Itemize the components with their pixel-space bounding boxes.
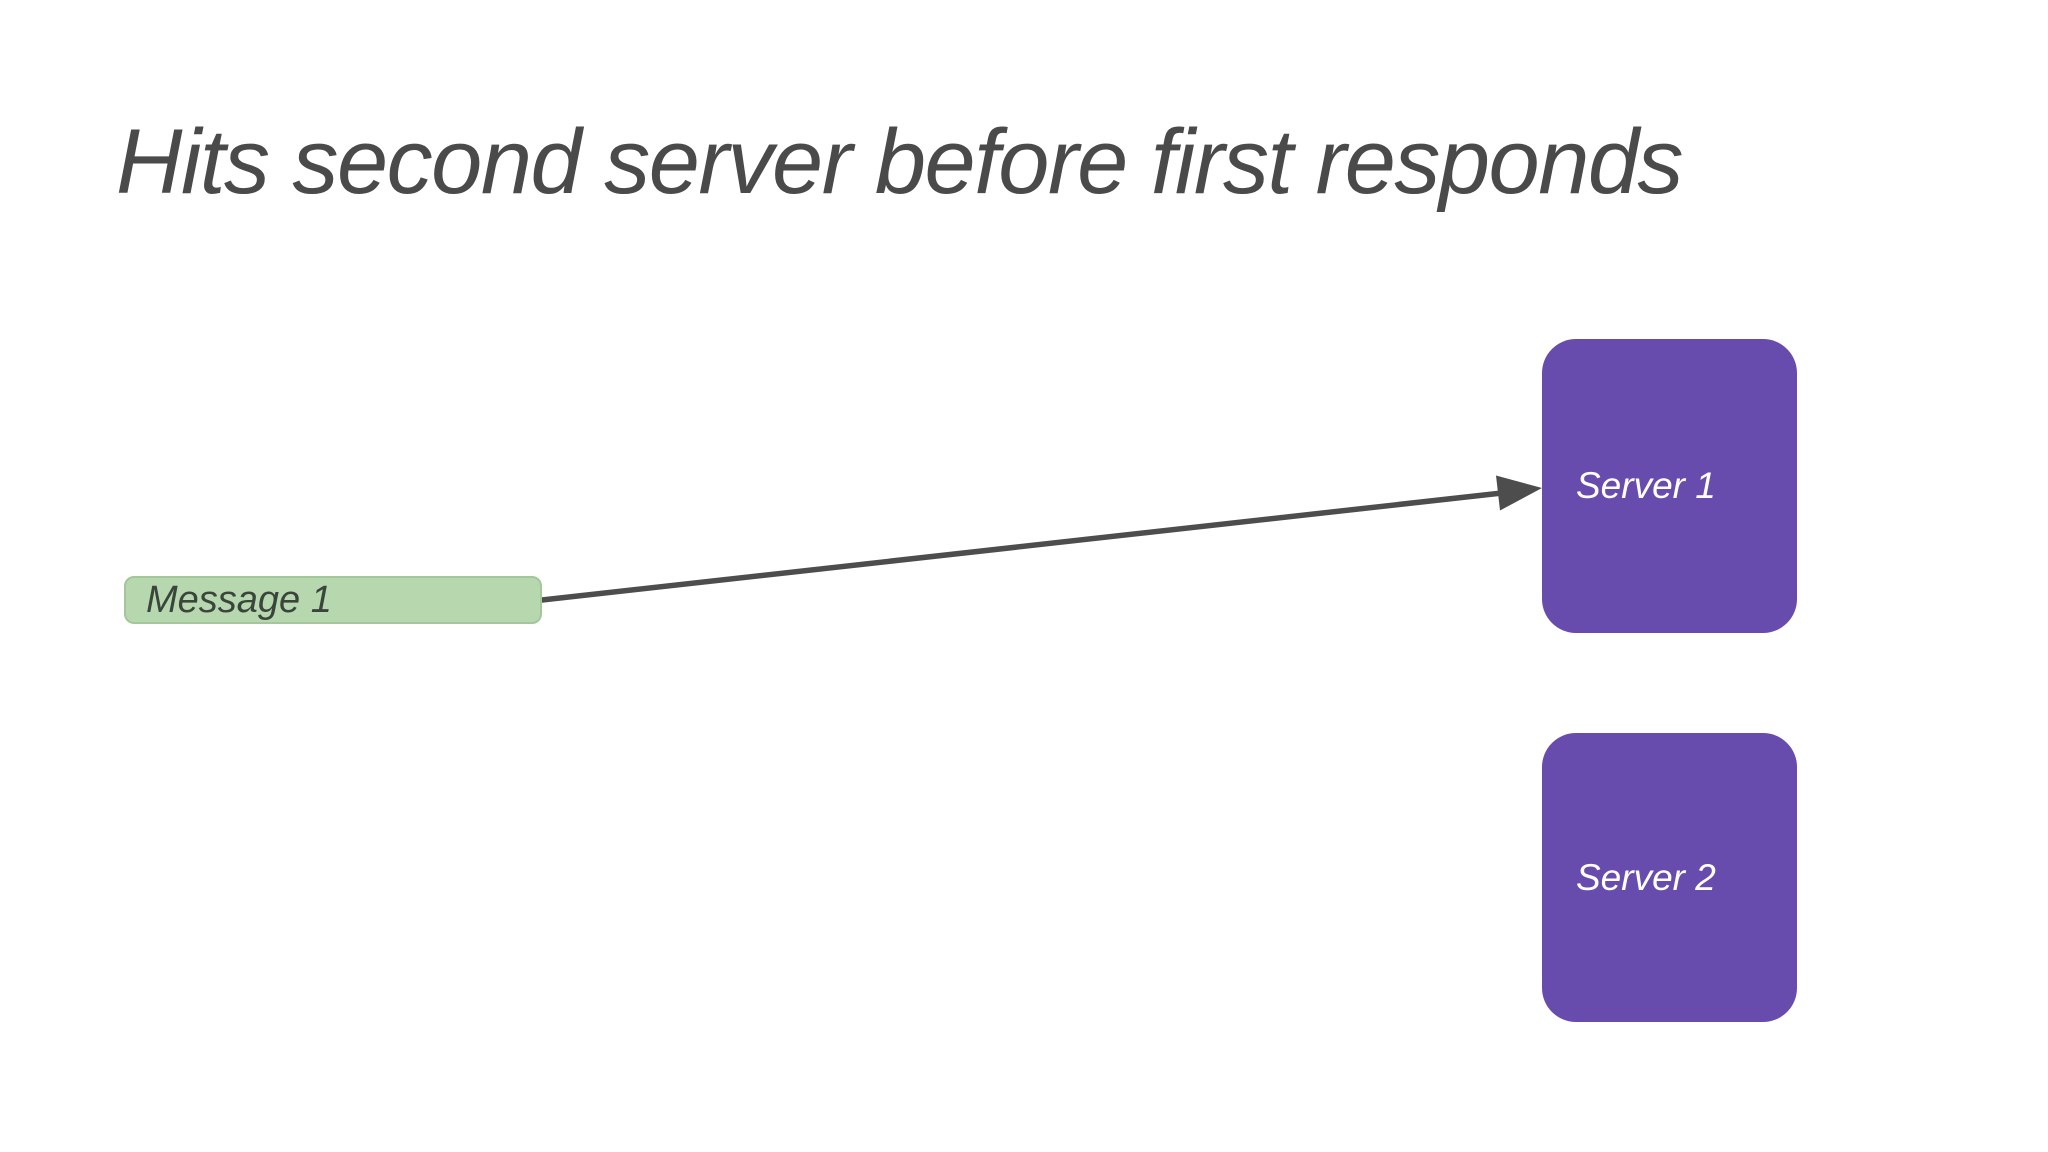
- message-node: Message 1: [124, 576, 542, 624]
- arrowhead-icon: [1496, 475, 1542, 511]
- server-2-label: Server 2: [1576, 856, 1716, 898]
- message-label: Message 1: [146, 578, 332, 621]
- slide-title: Hits second server before first responds: [116, 111, 1684, 213]
- server-node-2: Server 2: [1542, 733, 1797, 1022]
- arrow-line: [539, 490, 1505, 603]
- server-1-label: Server 1: [1576, 465, 1716, 506]
- server-node-1: Server 1: [1542, 339, 1797, 633]
